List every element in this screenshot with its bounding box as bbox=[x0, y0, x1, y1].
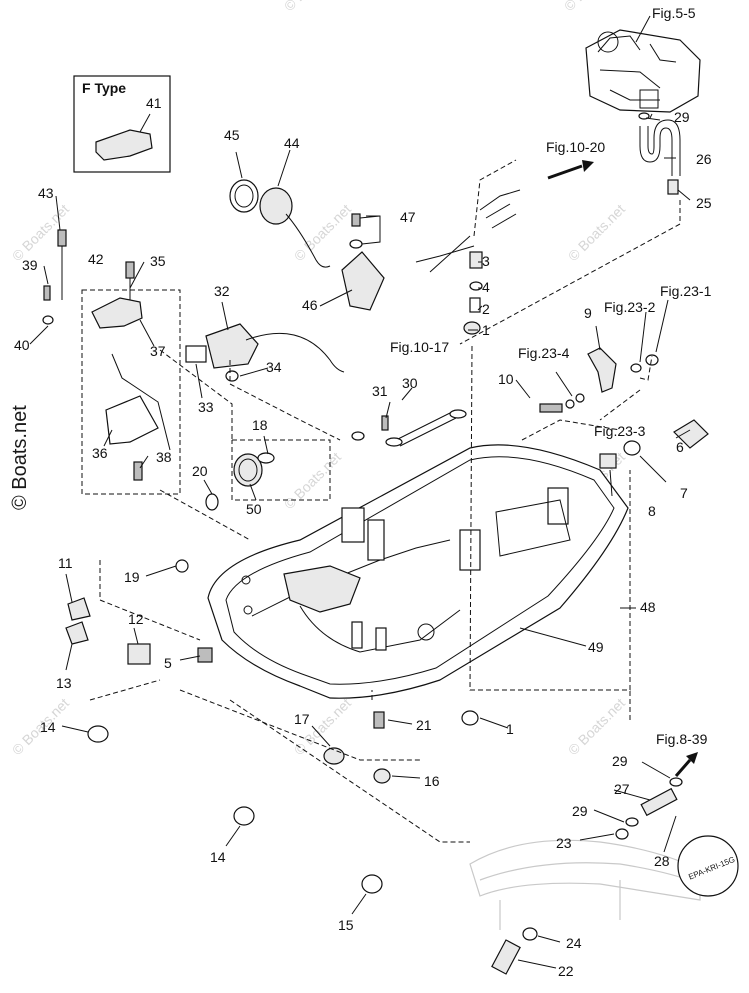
fig-ref-23-3: Fig.23-3 bbox=[594, 423, 646, 439]
callout-35: 35 bbox=[150, 253, 166, 269]
callout-23: 23 bbox=[556, 835, 572, 851]
callout-29: 29 bbox=[612, 753, 628, 769]
callout-39: 39 bbox=[22, 257, 38, 273]
callout-1: 1 bbox=[506, 721, 514, 737]
callout-29: 29 bbox=[572, 803, 588, 819]
callout-27: 27 bbox=[614, 781, 630, 797]
callout-12: 12 bbox=[128, 611, 144, 627]
callout-28: 28 bbox=[654, 853, 670, 869]
callout-2: 2 bbox=[482, 301, 490, 317]
water-tube-group: EPA-KRI-15G bbox=[469, 777, 739, 975]
fig-ref-23-4: Fig.23-4 bbox=[518, 345, 570, 361]
arrows bbox=[547, 160, 698, 777]
fig-ref-10-17: Fig.10-17 bbox=[390, 339, 449, 355]
callout-31: 31 bbox=[372, 383, 388, 399]
callout-29: 29 bbox=[674, 109, 690, 125]
fig-ref-23-1: Fig.23-1 bbox=[660, 283, 712, 299]
cable-30 bbox=[351, 409, 467, 447]
engine-block bbox=[585, 29, 701, 113]
callout-6: 6 bbox=[676, 439, 684, 455]
watermark: © Boats.net bbox=[565, 695, 628, 758]
fig-ref-5-5: Fig.5-5 bbox=[652, 5, 696, 21]
callout-50: 50 bbox=[246, 501, 262, 517]
callout-30: 30 bbox=[402, 375, 418, 391]
callout-8: 8 bbox=[648, 503, 656, 519]
callout-3: 3 bbox=[482, 253, 490, 269]
callout-43: 43 bbox=[38, 185, 54, 201]
lower-cowling bbox=[207, 444, 629, 699]
figure-references: Fig.5-5 Fig.10-20 Fig.10-17 Fig.23-1 Fig… bbox=[390, 5, 712, 747]
callout-16: 16 bbox=[424, 773, 440, 789]
callout-17: 17 bbox=[294, 711, 310, 727]
watermark: © Boats.net bbox=[281, 0, 344, 14]
callout-32: 32 bbox=[214, 283, 230, 299]
fig-ref-23-2: Fig.23-2 bbox=[604, 299, 656, 315]
callout-38: 38 bbox=[156, 449, 172, 465]
callout-11: 11 bbox=[58, 555, 73, 571]
callout-10: 10 bbox=[498, 371, 514, 387]
bracket-part-41 bbox=[95, 129, 153, 161]
callout-48: 48 bbox=[640, 599, 656, 615]
callout-4: 4 bbox=[482, 279, 490, 295]
left-bracket-group bbox=[42, 229, 181, 495]
fig-ref-10-20: Fig.10-20 bbox=[546, 139, 605, 155]
fig-ref-8-39: Fig.8-39 bbox=[656, 731, 708, 747]
callout-24: 24 bbox=[566, 935, 582, 951]
callout-40: 40 bbox=[14, 337, 30, 353]
callout-5: 5 bbox=[164, 655, 172, 671]
callout-13: 13 bbox=[56, 675, 72, 691]
hose-assembly bbox=[638, 112, 681, 195]
callout-49: 49 bbox=[588, 639, 604, 655]
watermark: © Boats.net bbox=[281, 449, 344, 512]
switch-assembly bbox=[185, 323, 345, 382]
callout-1: 1 bbox=[482, 322, 490, 338]
callout-18: 18 bbox=[252, 417, 268, 433]
callout-45: 45 bbox=[224, 127, 240, 143]
callout-44: 44 bbox=[284, 135, 300, 151]
callout-47: 47 bbox=[400, 209, 416, 225]
callout-37: 37 bbox=[150, 343, 166, 359]
callout-14: 14 bbox=[40, 719, 56, 735]
callout-7: 7 bbox=[680, 485, 688, 501]
loose-parts-left bbox=[65, 452, 275, 743]
callout-25: 25 bbox=[696, 195, 712, 211]
watermark: © Boats.net bbox=[561, 0, 624, 14]
callout-15: 15 bbox=[338, 917, 354, 933]
watermark: © Boats.net bbox=[565, 201, 628, 264]
leader-lines bbox=[29, 15, 691, 969]
callout-21: 21 bbox=[416, 717, 432, 733]
callout-19: 19 bbox=[124, 569, 140, 585]
callout-33: 33 bbox=[198, 399, 214, 415]
loose-parts-bottom bbox=[233, 710, 479, 894]
callout-34: 34 bbox=[266, 359, 282, 375]
callout-26: 26 bbox=[696, 151, 712, 167]
lever-group bbox=[539, 347, 709, 469]
callout-42: 42 bbox=[88, 251, 104, 267]
callout-36: 36 bbox=[92, 445, 108, 461]
dashed-leaders bbox=[89, 159, 681, 843]
watermark-vertical: © Boats.net bbox=[9, 405, 31, 510]
callout-41: 41 bbox=[146, 95, 162, 111]
ftype-inset: F Type 41 bbox=[73, 75, 171, 173]
callout-46: 46 bbox=[302, 297, 318, 313]
ftype-title: F Type bbox=[82, 80, 126, 96]
callout-14: 14 bbox=[210, 849, 226, 865]
callout-9: 9 bbox=[584, 305, 592, 321]
callout-22: 22 bbox=[558, 963, 574, 979]
callout-20: 20 bbox=[192, 463, 208, 479]
cable-grommet bbox=[229, 179, 521, 335]
callout-labels: 1 1 2 4 3 5 6 7 8 9 10 11 12 13 14 14 15… bbox=[14, 109, 712, 979]
